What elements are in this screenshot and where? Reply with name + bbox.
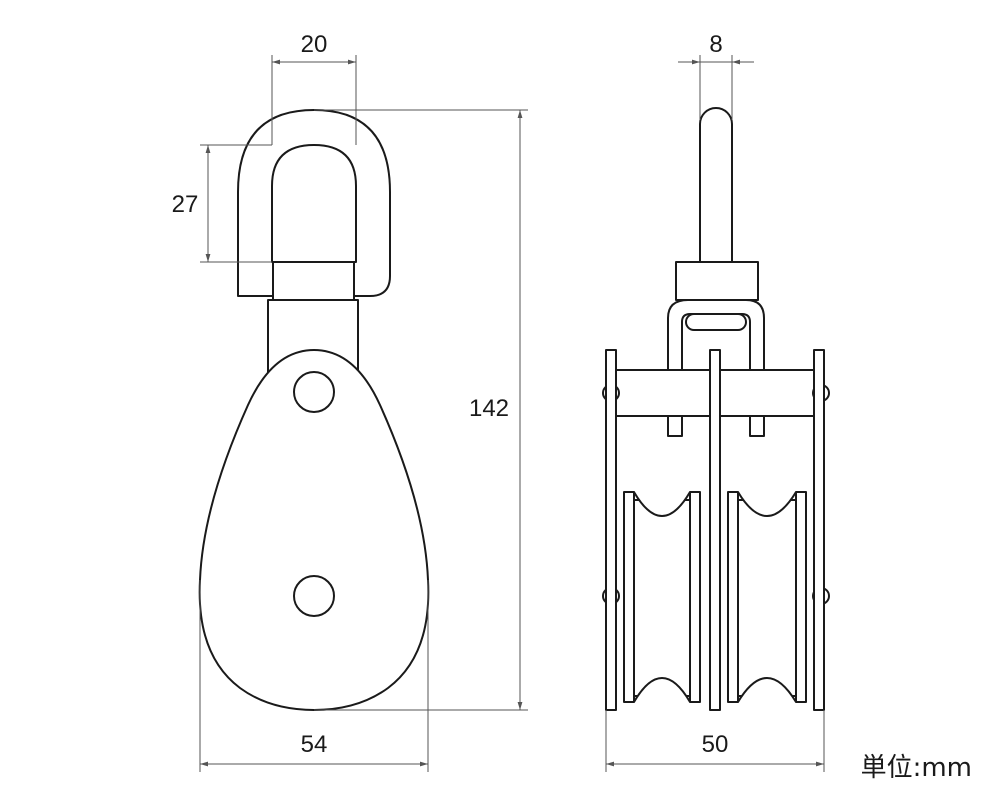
front-view <box>198 109 430 711</box>
u-bracket <box>667 299 765 437</box>
dim-overall-width: 50 <box>702 731 729 758</box>
bracket-slot <box>685 313 747 331</box>
unit-label: 単位:mm <box>861 753 972 783</box>
dim-pin-width: 8 <box>709 31 722 58</box>
side-collar <box>675 261 759 301</box>
dim-overall-height: 142 <box>469 395 509 422</box>
upper-pin-hole <box>293 371 335 413</box>
dim-sheave-width: 54 <box>301 731 328 758</box>
lower-pin-hole <box>293 575 335 617</box>
dim-eye-inner-width: 20 <box>301 31 328 58</box>
side-view <box>602 107 830 711</box>
right-side-plate <box>813 349 825 711</box>
right-sheave <box>727 491 807 703</box>
dimension-labels: 20 27 142 54 8 50 単位:mm <box>172 31 972 783</box>
left-side-plate <box>605 349 617 711</box>
center-plate <box>709 349 721 711</box>
swivel-collar <box>272 261 355 301</box>
dimension-lines <box>199 55 825 772</box>
swivel-eye-inner <box>271 144 357 263</box>
left-sheave <box>623 491 701 703</box>
dim-eye-inner-height: 27 <box>172 191 199 218</box>
